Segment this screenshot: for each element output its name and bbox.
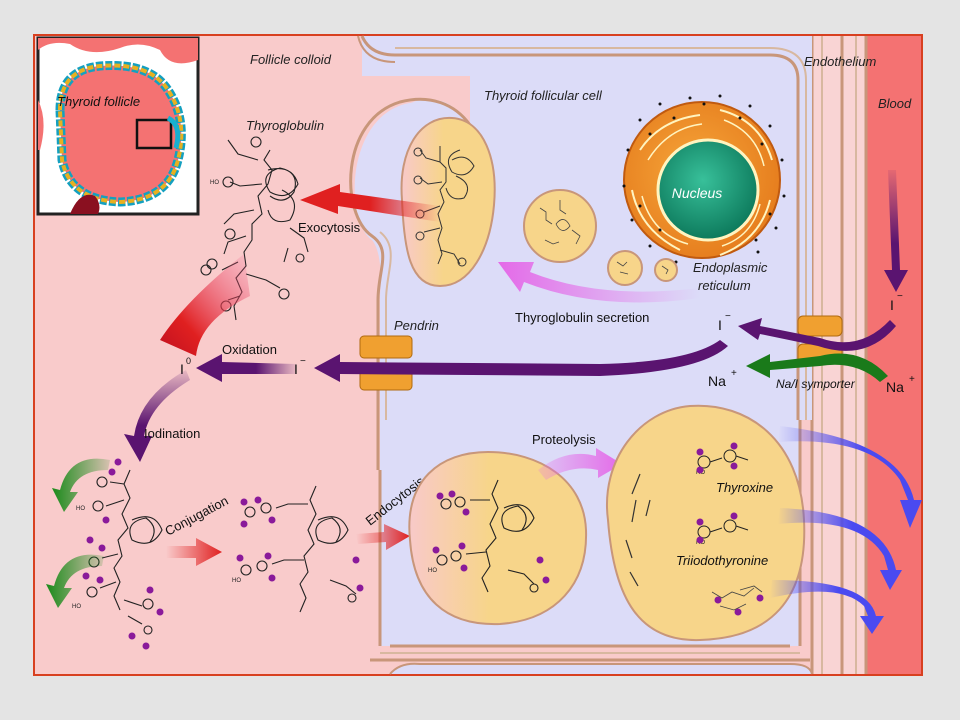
sodium-blood-label: Na (886, 379, 904, 395)
iodide-cell-charge: − (725, 311, 731, 322)
blood-label: Blood (878, 96, 912, 111)
thyroid-follicle-inset: Thyroid follicle (36, 36, 200, 216)
na-i-symporter-label: Na/I symporter (776, 377, 856, 391)
hormone-release-arrow-2 (778, 508, 902, 590)
oxidation-arrow (196, 354, 296, 382)
sodium-uptake-arrow (746, 353, 888, 382)
pendrin-label: Pendrin (394, 318, 439, 333)
svg-text:HO: HO (210, 180, 219, 186)
exocytosis-vesicle (400, 116, 496, 288)
hormone-release-arrow-1 (778, 426, 922, 528)
sodium-cell-charge: + (731, 368, 737, 379)
iodination-arrow (124, 370, 190, 462)
triiodothyronine-label: Triiodothyronine (676, 553, 768, 568)
conjugation-arrow (166, 538, 222, 566)
svg-text:HO: HO (76, 506, 85, 512)
follicle-colloid-label: Follicle colloid (250, 52, 332, 67)
green-conjugation-arrow-2 (46, 554, 104, 608)
amino-acid-debris (711, 585, 763, 611)
sodium-blood-charge: + (909, 374, 915, 385)
iodine-atoms-hormones (696, 442, 764, 616)
oxidation-label: Oxidation (222, 342, 277, 357)
iodine-atoms-left (82, 458, 164, 650)
iodide-blood-charge: − (897, 291, 903, 302)
endoplasmic-reticulum-label-2: reticulum (698, 278, 751, 293)
thyroglobulin-in-endocytic-vesicle: HO (428, 479, 539, 593)
secretory-vesicles (523, 189, 678, 286)
conjugated-thyroglobulin: HO (232, 485, 357, 613)
protein-fragments (625, 473, 651, 587)
nucleus-cell-organelle: Nucleus (623, 101, 781, 259)
endocytosis-arrow (356, 524, 410, 550)
endoplasmic-reticulum-label-1: Endoplasmic (693, 260, 768, 275)
svg-text:HO: HO (428, 568, 437, 574)
green-conjugation-arrow-1 (52, 458, 110, 512)
exocytosis-label: Exocytosis (298, 220, 361, 235)
iodine-zero-label: I (180, 361, 184, 377)
iodide-blood-label: I (890, 297, 894, 313)
iodide-colloid-charge: − (300, 356, 306, 367)
svg-text:HO: HO (72, 604, 81, 610)
thyroid-follicle-label: Thyroid follicle (57, 94, 140, 109)
endocytosis-vesicle (408, 450, 588, 626)
hormone-release-arrow-3 (770, 580, 884, 634)
thyroglobulin-secretion-label: Thyroglobulin secretion (515, 310, 649, 325)
sodium-cell-label: Na (708, 373, 726, 389)
endothelium-label: Endothelium (804, 54, 876, 69)
proteolysis-arrow (538, 448, 622, 480)
iodination-label: Iodination (144, 426, 200, 441)
proteolysis-vesicle (606, 404, 806, 642)
nucleus-label: Nucleus (672, 185, 723, 201)
iodine-atoms-middle (236, 496, 364, 592)
iodide-colloid-label: I (294, 361, 298, 377)
exocytosis-arrow (300, 184, 440, 222)
iodide-cell-label: I (718, 317, 722, 333)
thyroxine-label: Thyroxine (716, 480, 773, 495)
ribosome-dots (622, 94, 786, 264)
iodide-uptake-arrow (738, 318, 896, 351)
thyroglobulin-in-vesicle (413, 146, 475, 267)
blood-iodide-arrow (884, 170, 908, 292)
thyroglobulin-secretion-arrow (498, 262, 700, 303)
oxidation-fan (160, 254, 250, 356)
thyroid-follicular-cell-label: Thyroid follicular cell (484, 88, 603, 103)
iodine-zero-superscript: 0 (186, 356, 191, 366)
proteolysis-label: Proteolysis (532, 432, 596, 447)
iodide-transport-arrow (314, 340, 728, 382)
svg-text:HO: HO (232, 578, 241, 584)
iodine-atoms-vesicle (432, 490, 550, 584)
thyroglobulin-label: Thyroglobulin (246, 118, 324, 133)
